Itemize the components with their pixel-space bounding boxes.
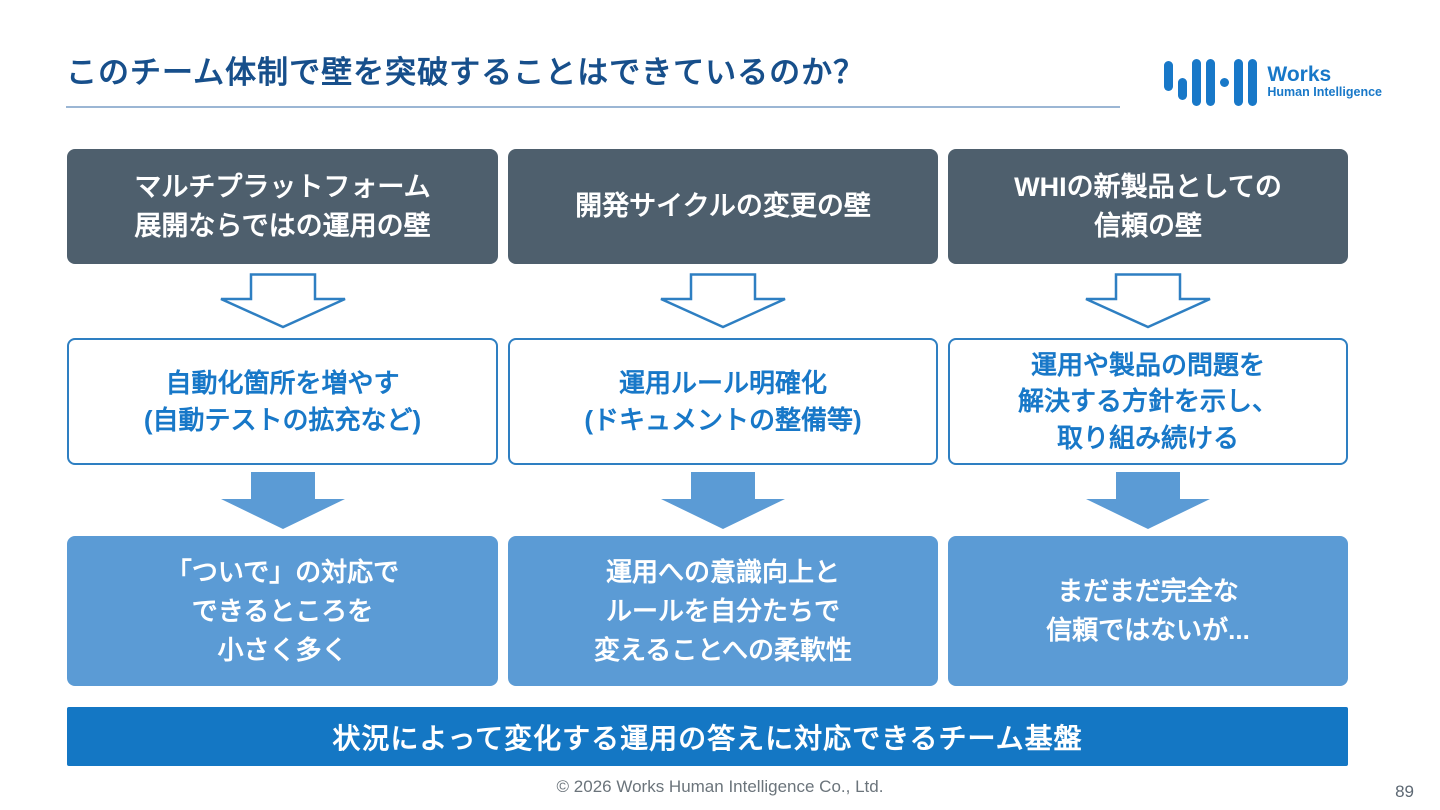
down-arrow-outline-icon <box>219 273 346 329</box>
copyright-footer: © 2026 Works Human Intelligence Co., Ltd… <box>556 777 884 797</box>
down-arrow-outline-icon <box>660 273 786 329</box>
logo-bar-icon <box>1206 58 1216 106</box>
logo-bar-icon <box>1192 58 1202 106</box>
arrow-cell <box>508 465 938 536</box>
arrow-cell <box>508 264 938 338</box>
down-arrow-outline-icon <box>1085 273 1211 329</box>
diagram-grid: マルチプラットフォーム 展開ならではの運用の壁 開発サイクルの変更の壁 WHIの… <box>67 149 1348 687</box>
logo-brand-subname: Human Intelligence <box>1267 85 1382 100</box>
logo-bar-icon <box>1164 61 1174 91</box>
arrow-cell <box>948 465 1348 536</box>
wall-box-multiplatform: マルチプラットフォーム 展開ならではの運用の壁 <box>67 149 498 265</box>
page-number: 89 <box>1395 782 1414 801</box>
result-box-small-fixes: 「ついで」の対応で できるところを 小さく多く <box>67 536 498 687</box>
logo-bar-icon <box>1234 58 1244 106</box>
logo-brand-name: Works <box>1267 63 1332 87</box>
title-underline: このチーム体制で壁を突破することはできているのか？ <box>66 54 1121 109</box>
conclusion-banner: 状況によって変化する運用の答えに対応できるチーム基盤 <box>67 707 1348 767</box>
whi-logo-text: Works Human Intelligence <box>1267 64 1382 99</box>
down-arrow-solid-icon <box>661 471 785 529</box>
arrow-cell <box>67 465 498 536</box>
wall-box-dev-cycle: 開発サイクルの変更の壁 <box>508 149 938 265</box>
whi-logo-bars-icon <box>1164 56 1258 108</box>
result-box-trust-progress: まだまだ完全な 信頼ではないが... <box>948 536 1348 687</box>
result-box-awareness: 運用への意識向上と ルールを自分たちで 変えることへの柔軟性 <box>508 536 938 687</box>
logo-bar-icon <box>1248 58 1258 106</box>
page-title: このチーム体制で壁を突破することはできているのか？ <box>66 55 866 90</box>
logo-bar-icon <box>1178 78 1188 100</box>
whi-logo: Works Human Intelligence <box>1164 54 1382 108</box>
wall-box-trust: WHIの新製品としての 信頼の壁 <box>948 149 1348 265</box>
action-box-rules: 運用ルール明確化 (ドキュメントの整備等) <box>508 338 938 466</box>
action-box-automation: 自動化箇所を増やす (自動テストの拡充など) <box>67 338 498 466</box>
action-box-policy: 運用や製品の問題を 解決する方針を示し、 取り組み続ける <box>948 338 1348 466</box>
down-arrow-solid-icon <box>1086 471 1210 529</box>
arrow-cell <box>67 264 498 338</box>
logo-dot-icon <box>1220 77 1230 87</box>
header: このチーム体制で壁を突破することはできているのか？ Works Human In… <box>0 0 1440 109</box>
down-arrow-solid-icon <box>220 471 345 529</box>
arrow-cell <box>948 264 1348 338</box>
